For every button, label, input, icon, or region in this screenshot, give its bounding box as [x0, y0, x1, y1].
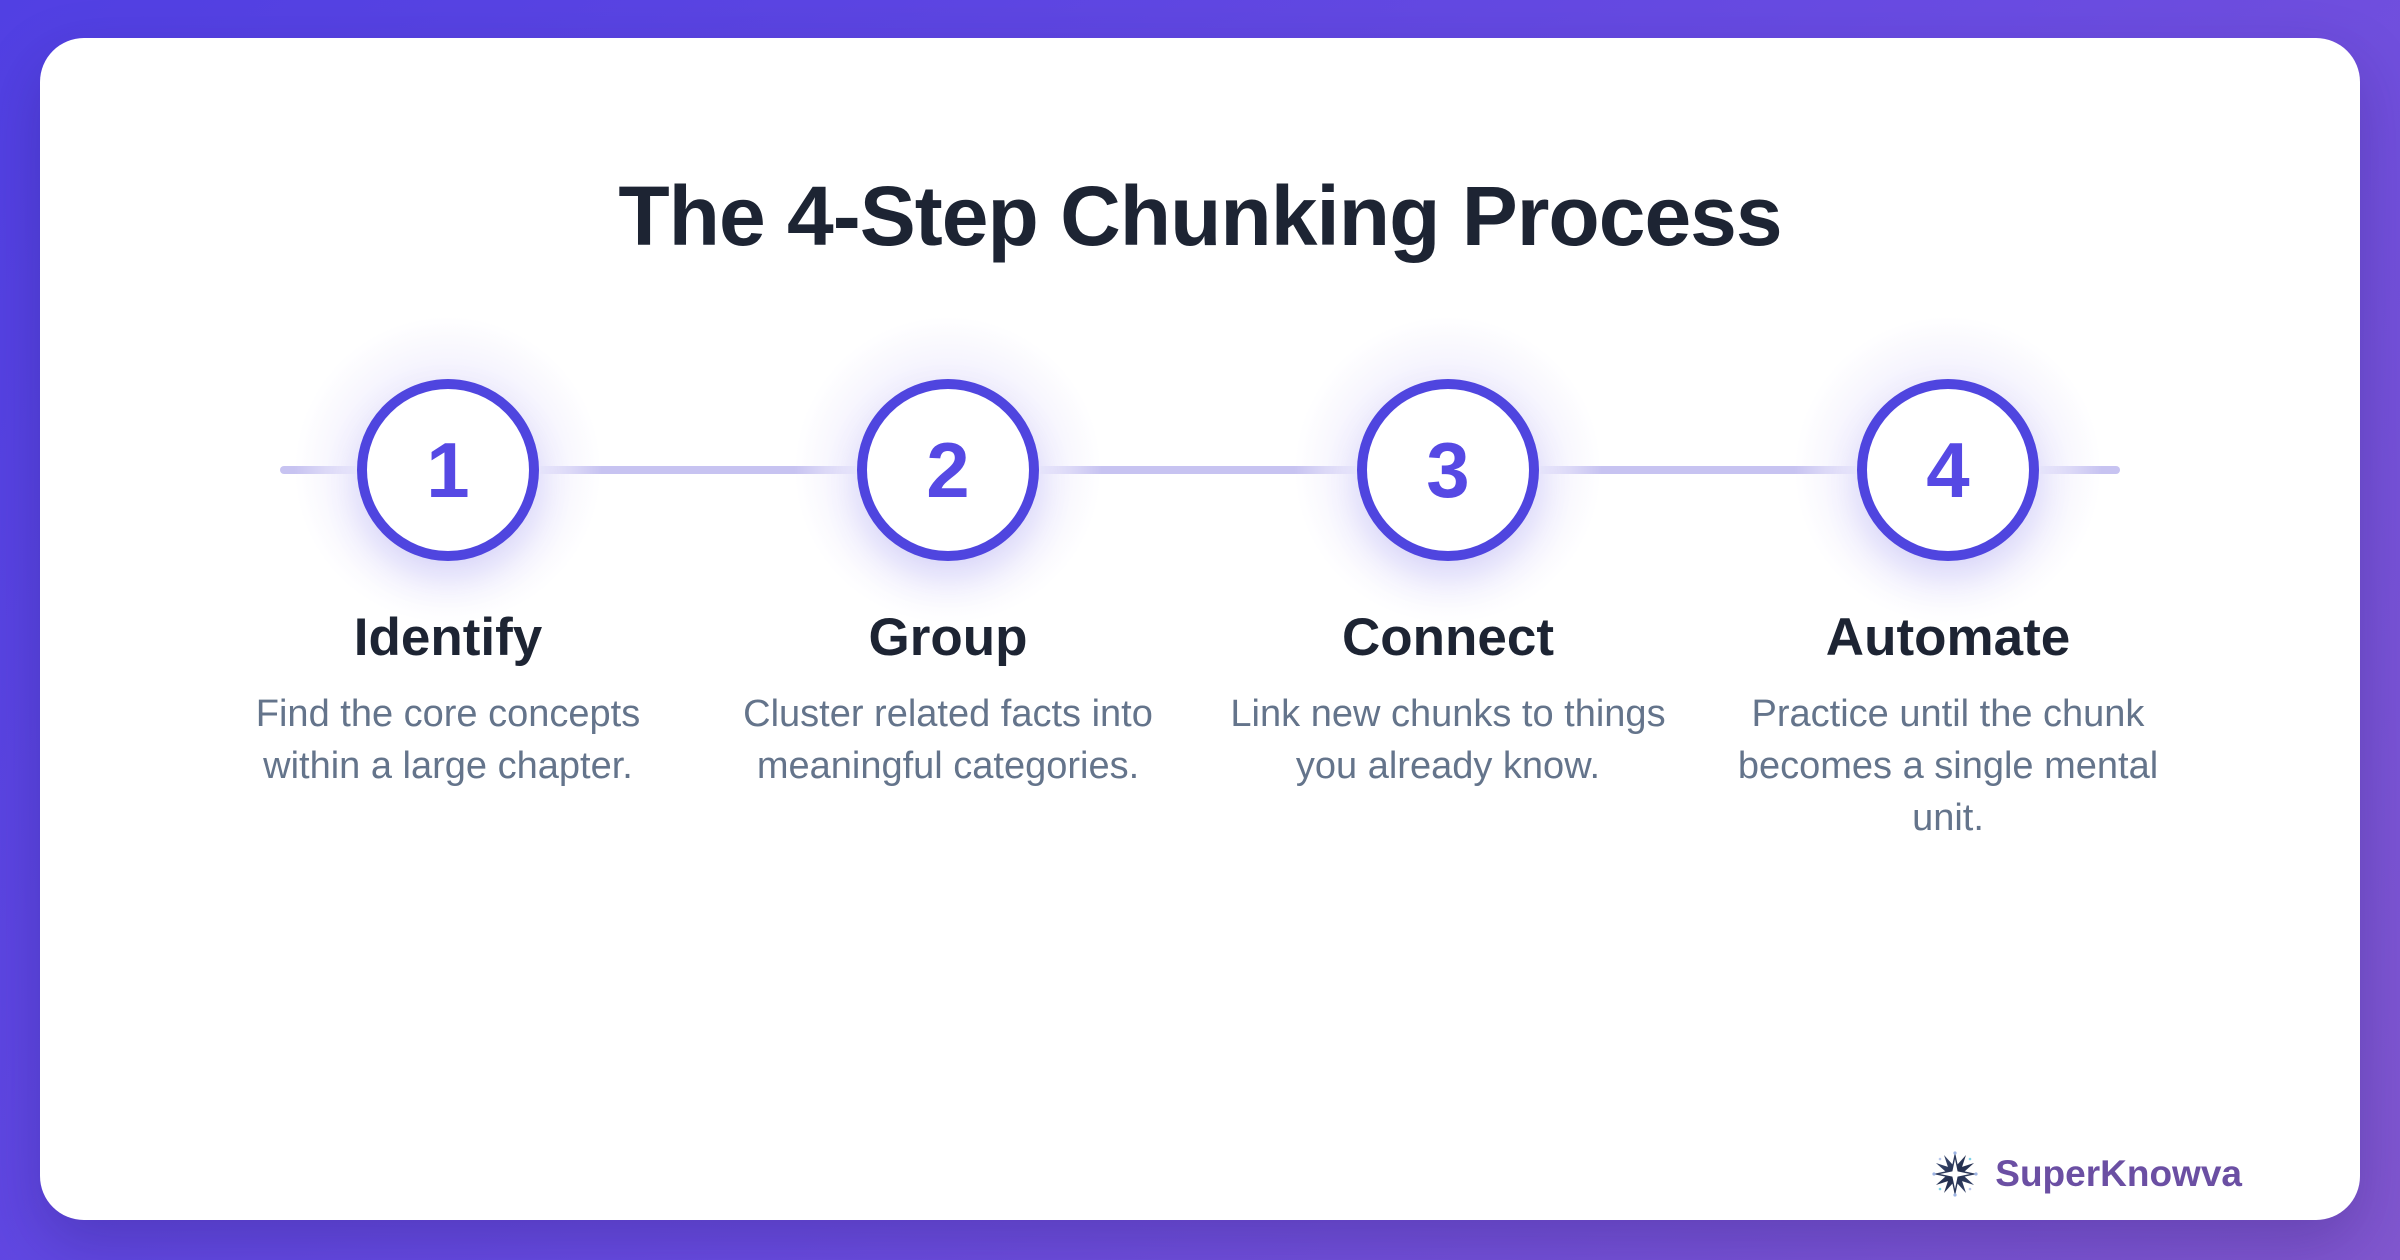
step-description: Find the core concepts within a large ch…: [255, 693, 641, 787]
brand-logo: SuperKnowva: [1931, 1150, 2242, 1198]
step-number: 4: [1926, 426, 1970, 514]
step-number-badge: 2: [857, 379, 1039, 561]
step-badge-wrap: 4: [1793, 315, 2103, 625]
process-connector-line: [280, 466, 2120, 474]
step-item-automate: 4 Automate Practice until the chunk beco…: [1698, 315, 2198, 844]
step-item-group: 2 Group Cluster related facts into meani…: [698, 315, 1198, 844]
step-number: 3: [1426, 426, 1470, 514]
process-steps-row: 1 Identify Find the core concepts within…: [198, 315, 2198, 844]
step-badge-wrap: 1: [293, 315, 603, 625]
step-item-connect: 3 Connect Link new chunks to things you …: [1198, 315, 1698, 844]
step-description: Link new chunks to things you already kn…: [1230, 693, 1666, 787]
step-badge-wrap: 2: [793, 315, 1103, 625]
step-description: Practice until the chunk becomes a singl…: [1737, 693, 2159, 839]
step-number-badge: 4: [1857, 379, 2039, 561]
brand-name: SuperKnowva: [1995, 1153, 2242, 1194]
step-number-badge: 1: [357, 379, 539, 561]
step-number: 2: [926, 426, 970, 514]
step-item-identify: 1 Identify Find the core concepts within…: [198, 315, 698, 844]
step-number: 1: [426, 426, 470, 514]
step-badge-wrap: 3: [1293, 315, 1603, 625]
starburst-icon: [1932, 1151, 1978, 1197]
step-description: Cluster related facts into meaningful ca…: [743, 693, 1153, 787]
page-title: The 4-Step Chunking Process: [618, 169, 1782, 263]
step-number-badge: 3: [1357, 379, 1539, 561]
infographic-card: The 4-Step Chunking Process 1 Identify F…: [40, 38, 2360, 1220]
